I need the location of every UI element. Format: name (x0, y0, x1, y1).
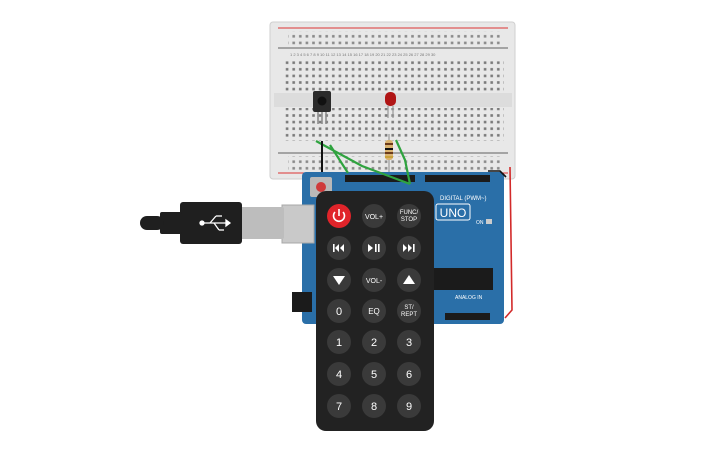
digit-3-label: 3 (406, 337, 412, 349)
usb-cable[interactable] (140, 202, 284, 244)
digit-5-button[interactable]: 5 (362, 362, 386, 386)
st-rept-button[interactable]: ST/ REPT (397, 299, 421, 323)
power-button[interactable] (327, 204, 351, 228)
board-name: UNO (440, 206, 467, 220)
play-pause-icon (368, 244, 380, 252)
digit-1-button[interactable]: 1 (327, 330, 351, 354)
play-pause-button[interactable] (362, 236, 386, 260)
digit-0-button[interactable]: 0 (327, 299, 351, 323)
previous-button[interactable] (327, 236, 351, 260)
digital-header-label: DIGITAL (PWM~) (440, 196, 487, 202)
on-label: ON (476, 220, 484, 226)
power-icon (332, 209, 346, 223)
func-stop-button[interactable]: FUNC/ STOP (397, 204, 421, 228)
digit-2-label: 2 (371, 337, 377, 349)
arrow-down-icon (333, 276, 345, 285)
digit-9-button[interactable]: 9 (397, 394, 421, 418)
reset-button[interactable] (316, 182, 326, 192)
eq-label: EQ (368, 307, 380, 316)
vol-down-button[interactable]: VOL- (362, 268, 386, 292)
digit-9-label: 9 (406, 401, 412, 413)
resistor[interactable] (385, 134, 393, 172)
digit-7-label: 7 (336, 401, 342, 413)
eq-button[interactable]: EQ (362, 299, 386, 323)
vol-up-button[interactable]: VOL+ (362, 204, 386, 228)
digit-0-label: 0 (336, 306, 342, 318)
st-rept-label-2: REPT (401, 312, 417, 318)
digit-7-button[interactable]: 7 (327, 394, 351, 418)
power-jack (292, 292, 312, 312)
vol-up-label: VOL+ (365, 214, 383, 221)
digit-4-button[interactable]: 4 (327, 362, 351, 386)
ir-receiver[interactable] (313, 91, 331, 124)
uno-logo: UNO (435, 203, 471, 221)
analog-header-label: ANALOG IN (455, 295, 483, 301)
vol-down-label: VOL- (366, 278, 383, 285)
func-stop-label-1: FUNC/ (400, 210, 419, 216)
breadboard[interactable]: 1 2 3 4 5 6 7 8 9 10 11 12 13 14 15 16 1… (269, 21, 516, 180)
digit-5-label: 5 (371, 369, 377, 381)
next-button[interactable] (397, 236, 421, 260)
digit-6-label: 6 (406, 369, 412, 381)
svg-text:1 2 3 4 5 6 7 8 9 10 11 12 13: 1 2 3 4 5 6 7 8 9 10 11 12 13 14 15 16 1… (290, 52, 436, 57)
wires[interactable] (315, 139, 513, 319)
ir-remote[interactable]: VOL+ FUNC/ STOP (316, 191, 434, 431)
digit-6-button[interactable]: 6 (397, 362, 421, 386)
up-button[interactable] (397, 268, 421, 292)
microcontroller-chip (430, 268, 493, 290)
led[interactable] (385, 92, 396, 118)
digit-8-label: 8 (371, 401, 377, 413)
digit-8-button[interactable]: 8 (362, 394, 386, 418)
digit-1-label: 1 (336, 337, 342, 349)
down-button[interactable] (327, 268, 351, 292)
usb-icon (199, 215, 232, 231)
digit-3-button[interactable]: 3 (397, 330, 421, 354)
skip-back-icon (333, 244, 344, 252)
skip-forward-icon (403, 244, 415, 252)
st-rept-label-1: ST/ (404, 305, 414, 311)
digit-4-label: 4 (336, 369, 342, 381)
arrow-up-icon (403, 275, 415, 284)
func-stop-label-2: STOP (401, 217, 417, 223)
digit-2-button[interactable]: 2 (362, 330, 386, 354)
usb-port (281, 204, 315, 244)
